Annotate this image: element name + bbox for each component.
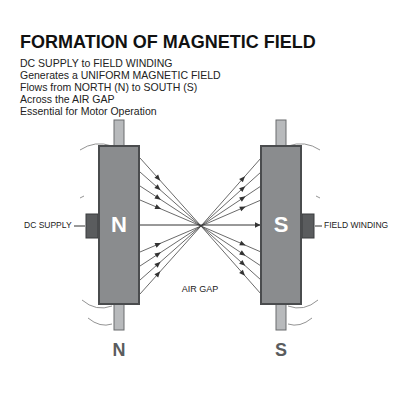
field-line [201, 226, 261, 280]
field-arrow [239, 194, 247, 201]
field-line [201, 200, 261, 226]
field-arrow [154, 194, 162, 201]
field-line [201, 226, 261, 252]
field-arrow [239, 204, 246, 211]
field-arrow [154, 250, 162, 257]
pole-shaft [276, 303, 286, 330]
magnet-pole: N [98, 145, 140, 305]
field-line [201, 158, 261, 226]
field-line [140, 200, 201, 226]
field-line [140, 158, 201, 226]
field-arrow [154, 260, 162, 268]
description-line: Essential for Motor Operation [20, 105, 157, 117]
leader-line [74, 226, 85, 227]
field-line [140, 226, 201, 252]
pole-letter: N [111, 212, 127, 238]
field-line [140, 172, 201, 226]
field-arrow [239, 250, 247, 257]
pole-label: S [275, 340, 287, 361]
field-arrow [155, 204, 162, 211]
field-arrow [239, 241, 246, 248]
housing-curves [80, 144, 320, 325]
diagram-title: FORMATION OF MAGNETIC FIELD [20, 32, 316, 53]
pole-shaft [114, 120, 124, 147]
magnet-pole: S [260, 145, 302, 305]
pole-shaft [114, 303, 124, 330]
winding-terminal [86, 214, 98, 238]
pole-letter: S [274, 212, 289, 238]
field-line [140, 226, 201, 280]
part-label: FIELD WINDING [324, 220, 388, 230]
description-line: Across the AIR GAP [20, 93, 115, 105]
field-line [201, 186, 261, 226]
field-arrow [154, 184, 162, 192]
field-lines [140, 158, 261, 294]
pole-label: N [113, 340, 126, 361]
pole-shaft [276, 120, 286, 147]
field-arrow [155, 241, 162, 248]
field-arrow [239, 184, 247, 192]
part-label: DC SUPPLY [24, 220, 72, 230]
field-line [140, 186, 201, 226]
description-line: DC SUPPLY to FIELD WINDING [20, 57, 172, 69]
winding-terminal [302, 214, 314, 238]
field-arrow [239, 174, 247, 182]
field-line [201, 172, 261, 226]
field-arrow [239, 270, 247, 278]
field-line [201, 226, 261, 294]
description-line: Generates a UNIFORM MAGNETIC FIELD [20, 69, 221, 81]
field-line [140, 226, 201, 294]
field-line [140, 225, 260, 226]
description-line: Flows from NORTH (N) to SOUTH (S) [20, 81, 197, 93]
field-arrow [154, 270, 162, 278]
field-arrow [154, 174, 162, 182]
leader-line [315, 226, 322, 227]
field-arrow [239, 260, 247, 268]
part-label: AIR GAP [182, 284, 219, 294]
